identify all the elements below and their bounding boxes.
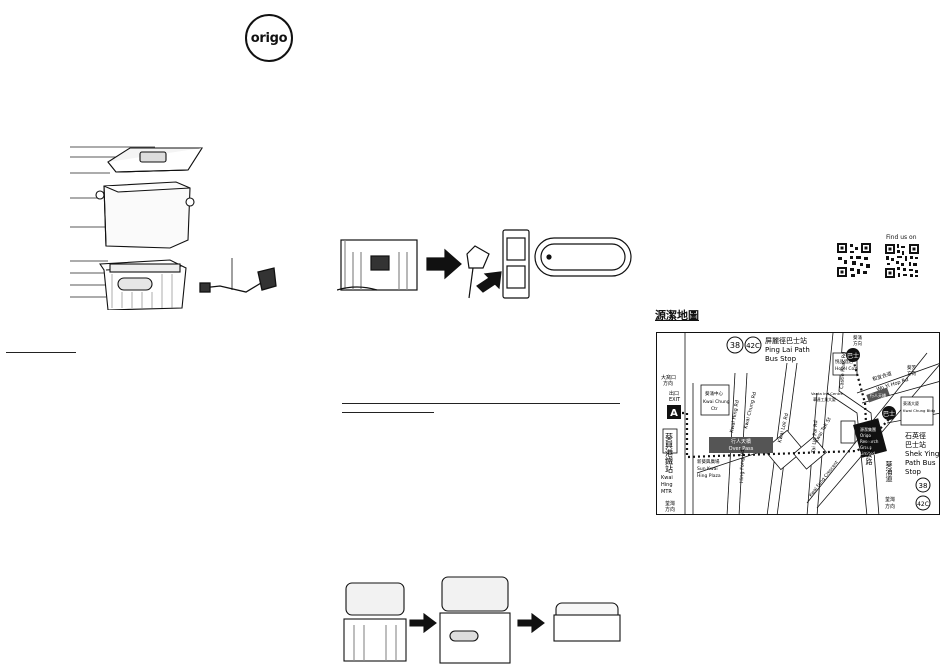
footbridge-label-en: Over Pass	[729, 446, 754, 452]
direction-top-left: 大窩口	[661, 374, 676, 381]
origo-group-en-4: Limited	[860, 451, 875, 456]
sun-kwai-hing-en-1: Sun Kwai	[697, 466, 718, 472]
mtr-label-en-3: MTR	[661, 489, 672, 495]
kwai-chung-gov-en: Kwai Chung Bldg	[903, 408, 936, 413]
direction-bottom-left: 荃灣	[665, 500, 675, 507]
direction-kwai-fong-2: 方向	[907, 370, 916, 377]
exit-label-zh: 出口	[669, 390, 679, 397]
castle-peak-road-zh: 青山公路	[865, 436, 873, 466]
bus-stop-icon-top: 巴士	[847, 352, 859, 360]
direction-kwai-fong: 葵芳	[907, 364, 916, 371]
hing-fong-rd-label: Hing Fong Rd	[739, 449, 746, 483]
kwai-chung-gov-zh: 葵涌大廈	[903, 400, 919, 406]
kwai-hing-rd-label: Kwai Hing Rd	[729, 400, 741, 434]
ping-lai-stop-zh: 屏麗徑巴士站	[765, 336, 807, 345]
product-exploded-diagram	[70, 146, 277, 310]
shek-ying-stop-en-1: Shek Ying	[905, 450, 939, 458]
exit-letter: A	[670, 408, 678, 419]
castle-peak-rd-label: Castle Peak Rd	[839, 352, 848, 390]
kwai-chung-road-zh: 葵涌道	[885, 460, 893, 483]
mtr-label-en-2: Hing	[661, 482, 673, 488]
metro-centre-label: Vanta Ind Centre	[811, 391, 844, 396]
direction-kwai-chung-2: 方向	[853, 340, 862, 347]
origo-group-en-3: Group	[860, 445, 873, 450]
direction-kwai-chung: 葵涌	[853, 334, 862, 341]
shek-ying-stop-zh-2: 巴士站	[905, 440, 926, 449]
sun-kwai-hing-en-2: Hing Plaza	[697, 473, 721, 479]
direction-top-left-2: 方向	[663, 380, 673, 387]
kwai-chung-ctr-en-1: Kwai Chung	[703, 399, 730, 405]
find-us-label: Find us on	[886, 234, 917, 241]
sun-kwai-hing-zh: 新葵興廣場	[697, 458, 720, 465]
power-connection-diagram	[337, 229, 632, 299]
bus-route-42c-top: 42C	[746, 342, 760, 350]
origo-group-en-2: Research	[860, 439, 879, 444]
map-title: 源潔地圖	[655, 309, 699, 322]
hotel-label-zh: 悅品酒店	[835, 358, 853, 365]
qr-code-right	[884, 243, 920, 279]
footbridge-label-zh: 行人天橋	[731, 438, 751, 445]
kwai-fung-crescent-label: Kwai Fung Crescent	[808, 459, 840, 498]
tai-lin-pai-rd-label: Tai Lin Pai Rd	[811, 420, 819, 454]
bus-route-38-right: 38	[919, 482, 928, 490]
shek-ying-stop-en-3: Stop	[905, 468, 921, 476]
ping-lai-stop-en-1: Ping Lai Path	[765, 346, 810, 354]
stacking-diagram	[343, 576, 621, 664]
kwai-chung-ctr-zh: 葵涌中心	[705, 390, 723, 397]
shek-ying-stop-zh: 石英徑	[905, 431, 926, 440]
underline-rule-1	[342, 403, 620, 404]
brand-logo: origo	[245, 14, 293, 62]
kwai-chung-ctr-en-2: Ctr	[711, 406, 718, 412]
qr-code-left	[836, 242, 872, 278]
location-map: 行人天橋 Over Pass 行人天橋 38 42C 屏麗徑巴士站 Ping L…	[656, 332, 940, 515]
overpass-small-label: 行人天橋	[870, 392, 886, 398]
direction-tsuen-wan-2: 方向	[885, 503, 895, 510]
exit-label-en: EXIT	[669, 397, 681, 403]
origo-group-zh: 源潔集團	[860, 426, 876, 432]
bus-stop-icon-right: 巴士	[883, 410, 895, 418]
mtr-label-zh: 葵興港鐵站	[665, 432, 674, 474]
hotel-label-en: Hotel Cozi	[835, 366, 858, 372]
section-rule-left	[6, 352, 76, 353]
mtr-label-en-1: Kwai	[661, 475, 673, 481]
ping-lai-stop-en-2: Bus Stop	[765, 355, 797, 363]
direction-bottom-left-2: 方向	[665, 506, 675, 513]
bus-route-42c-right: 42C	[917, 501, 929, 508]
underline-rule-2	[342, 412, 434, 413]
origo-group-en-1: Origo	[860, 433, 871, 438]
metro-centre-label-zh: 華達工業大廈	[813, 397, 836, 402]
bus-route-38-top: 38	[730, 341, 740, 350]
shek-ying-stop-en-2: Path Bus	[905, 459, 936, 467]
direction-tsuen-wan: 荃灣	[885, 496, 895, 503]
wo-yi-hop-rd-zh: 和宜合道	[871, 370, 892, 383]
